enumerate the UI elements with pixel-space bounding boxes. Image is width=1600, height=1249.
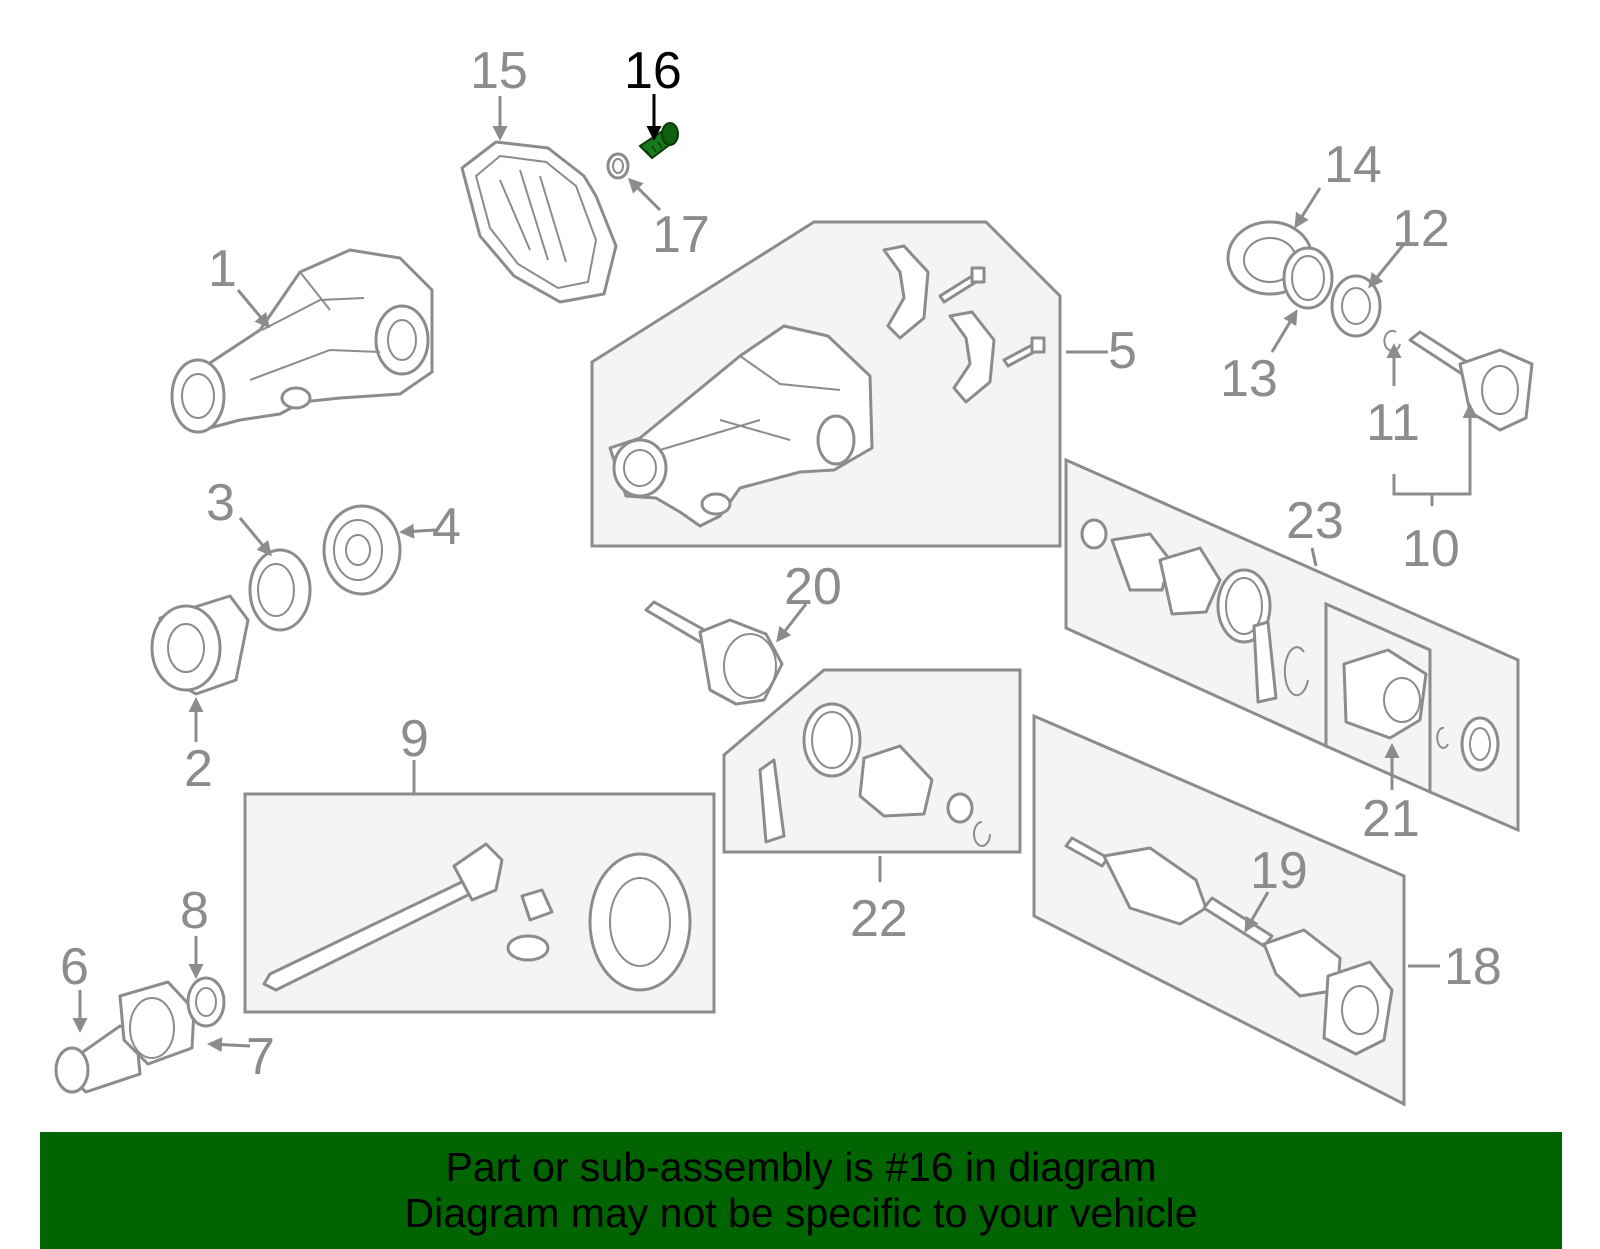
differential-assembly-drawing [170, 248, 434, 434]
outer-joint-20-drawing [644, 600, 784, 706]
callout-13: 13 [1220, 350, 1278, 408]
callout-10: 10 [1402, 520, 1460, 578]
drain-plug-bolt-16-highlighted [638, 122, 679, 160]
callout-9: 9 [400, 710, 429, 768]
callout-3: 3 [206, 474, 235, 532]
side-shaft-drawing [1408, 330, 1534, 432]
shim-13-drawing [1282, 246, 1334, 310]
callout-16-highlighted: 16 [624, 42, 682, 100]
seal-3-drawing [248, 548, 312, 632]
callout-14: 14 [1324, 136, 1382, 194]
callout-20: 20 [784, 558, 842, 616]
callout-6: 6 [60, 938, 89, 996]
callout-21: 21 [1362, 790, 1420, 848]
carrier-case-5-drawing [608, 244, 1046, 528]
drive-pinion-gear-set-9-drawing [262, 842, 692, 992]
callout-labels: 1 2 3 4 5 6 7 8 9 10 11 12 13 14 15 16 1… [60, 42, 1502, 1086]
flange-2-drawing [150, 594, 250, 696]
joint-kit-23-drawing [1080, 518, 1500, 772]
axle-shaft-18-drawing [1064, 836, 1394, 1056]
oil-seal-8-drawing [186, 976, 226, 1028]
washer-17-drawing [606, 152, 630, 180]
callout-4: 4 [432, 498, 461, 556]
boot-kit-22-drawing [758, 702, 991, 847]
callout-18: 18 [1444, 938, 1502, 996]
callout-19: 19 [1250, 842, 1308, 900]
banner-line-2: Diagram may not be specific to your vehi… [404, 1190, 1198, 1236]
callout-1: 1 [208, 240, 237, 298]
info-banner: Part or sub-assembly is #16 in diagram D… [40, 1132, 1562, 1249]
callout-22: 22 [850, 890, 908, 948]
bearing-12-drawing [1330, 274, 1382, 338]
banner-line-1: Part or sub-assembly is #16 in diagram [445, 1144, 1157, 1190]
callout-11: 11 [1366, 394, 1420, 452]
differential-cover-drawing [460, 140, 618, 304]
leader-lines [72, 94, 1478, 1053]
callout-2: 2 [184, 740, 213, 798]
callout-12: 12 [1392, 200, 1450, 258]
callout-17: 17 [652, 206, 710, 264]
callout-5: 5 [1108, 322, 1137, 380]
callout-8: 8 [180, 882, 209, 940]
callout-15: 15 [470, 42, 528, 100]
snap-ring-11-drawing [1383, 329, 1401, 352]
callout-7: 7 [246, 1028, 275, 1086]
bearing-4-drawing [322, 504, 402, 596]
bearing-7-drawing [118, 980, 196, 1066]
callout-23: 23 [1286, 492, 1344, 550]
